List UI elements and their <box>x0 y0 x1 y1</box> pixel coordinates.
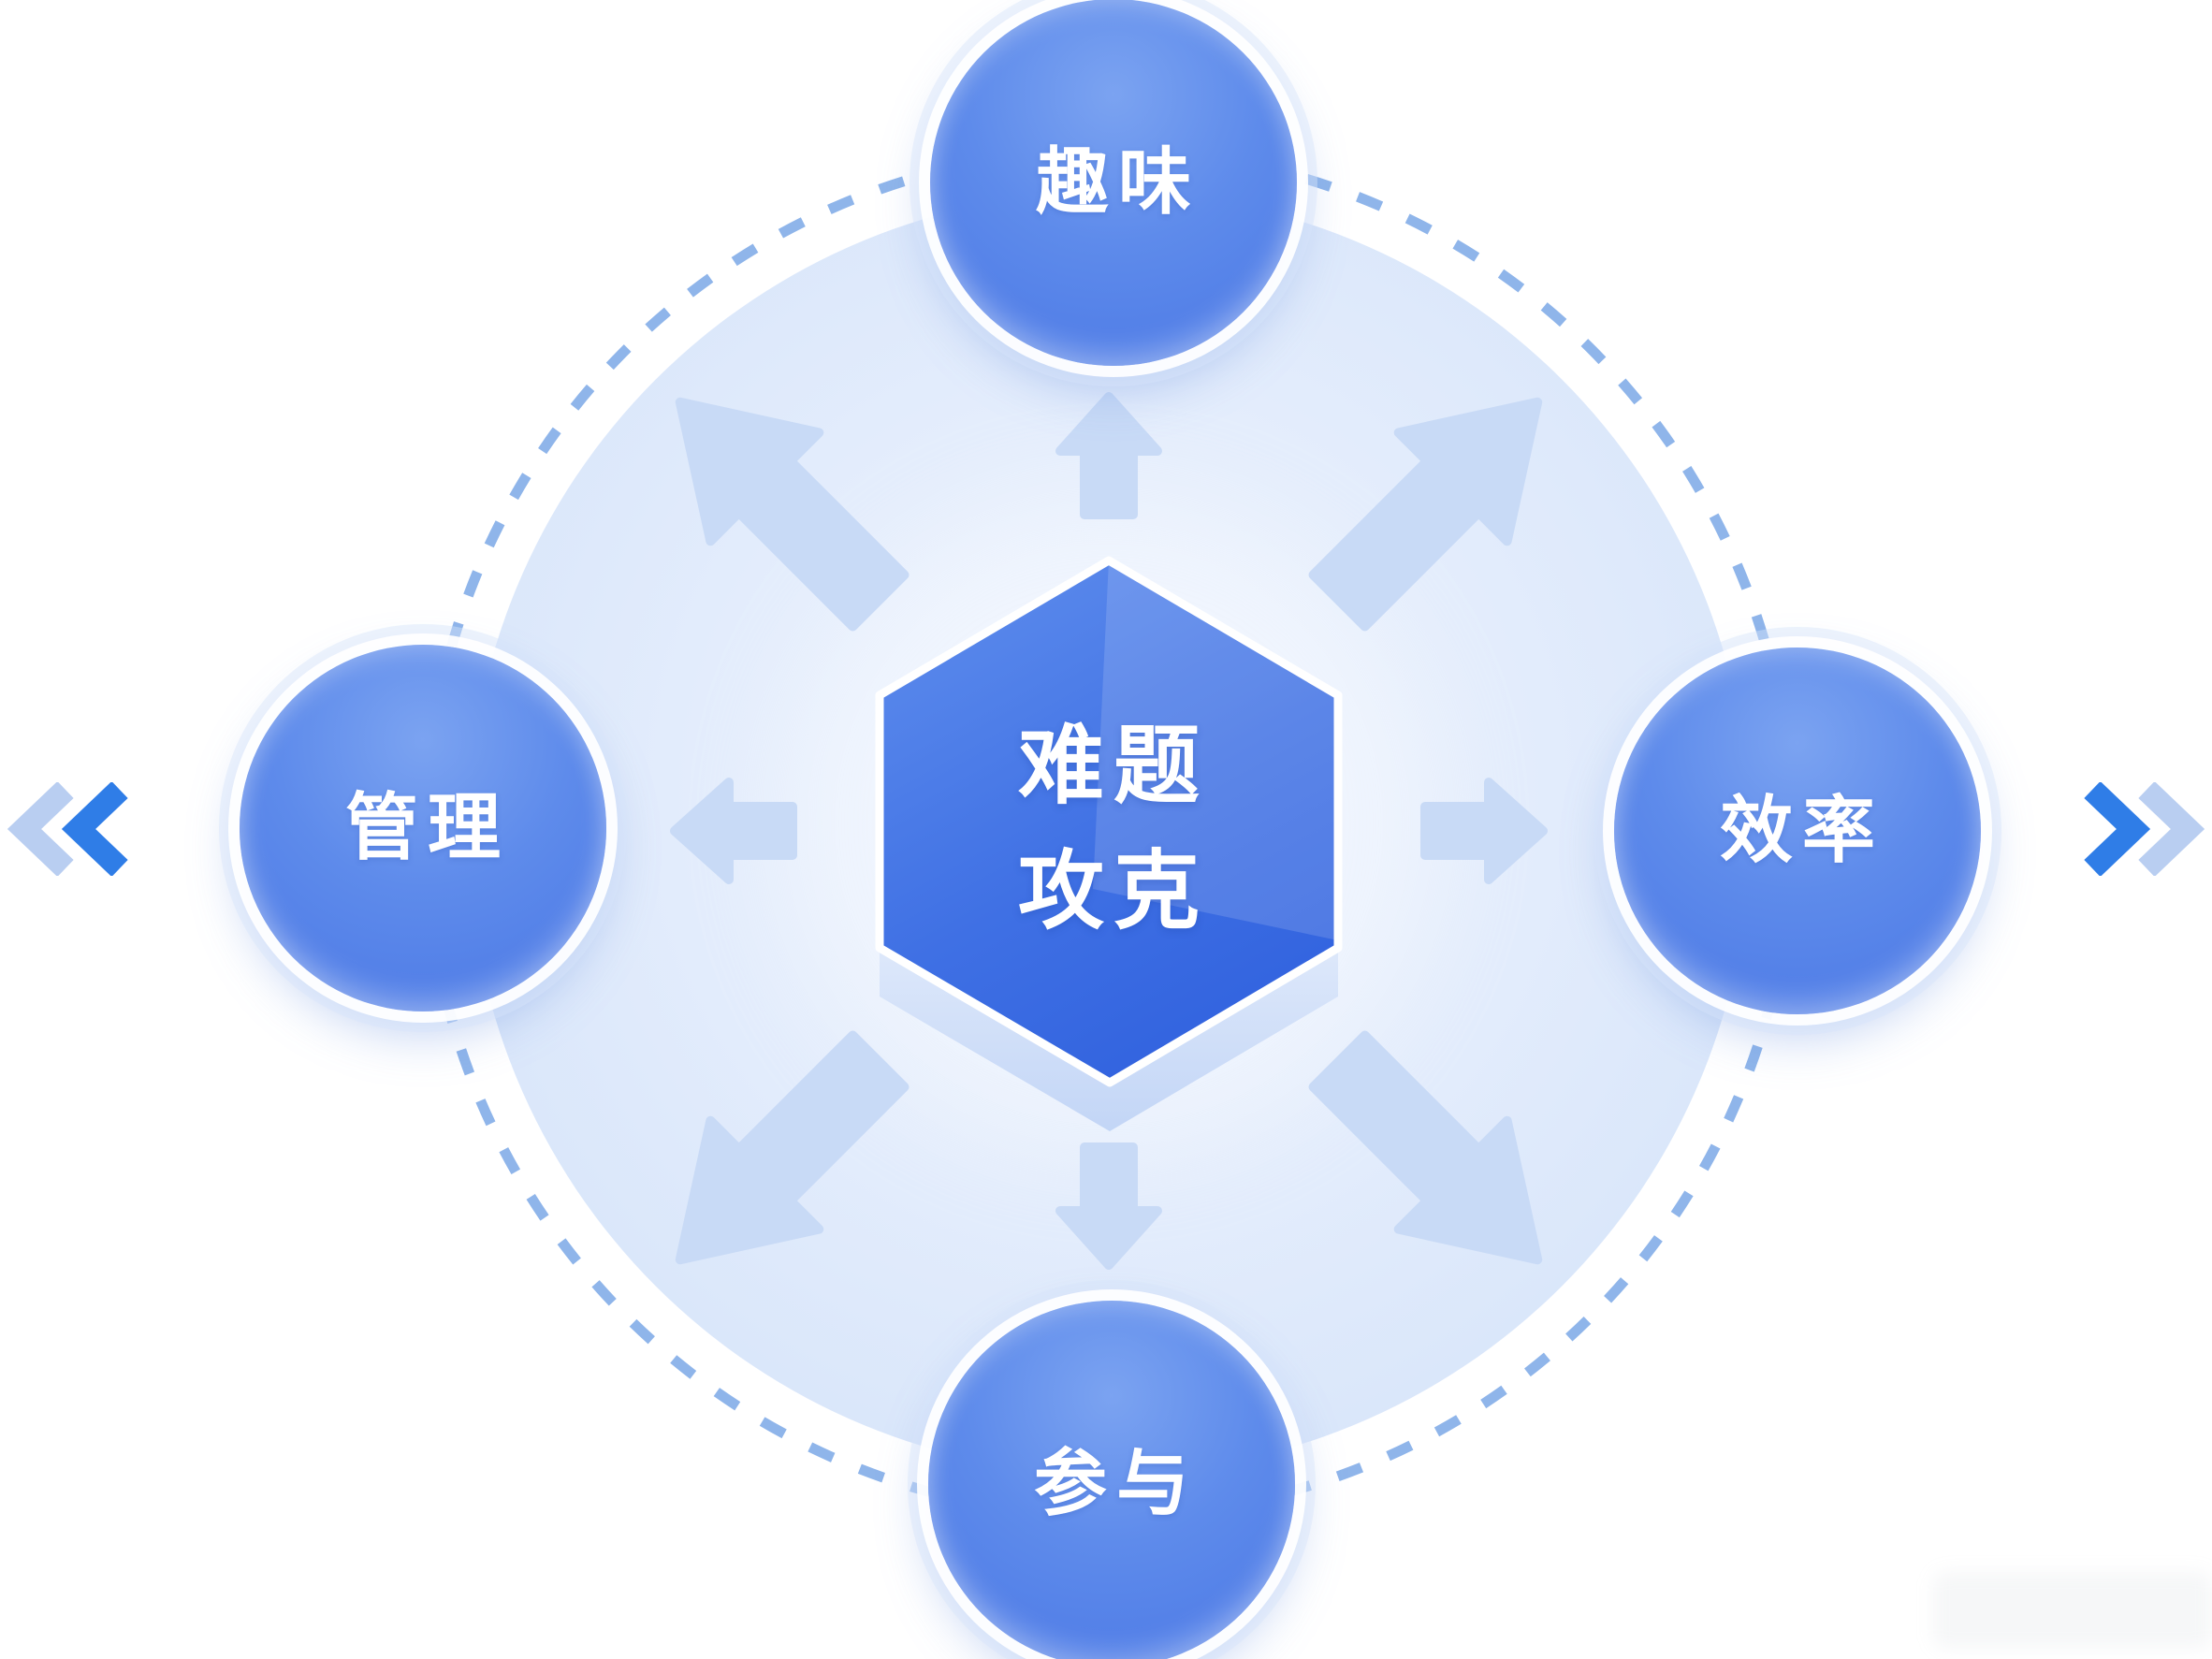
node-left-label: 管理 <box>344 786 510 870</box>
node-bottom: 参与 <box>928 1301 1295 1659</box>
watermark-patch <box>1933 1572 2212 1649</box>
arrow-up-icon <box>1055 392 1162 519</box>
node-left: 管理 <box>240 645 606 1011</box>
node-top-label: 趣味 <box>1035 140 1201 225</box>
hexagon-facet <box>1093 560 1338 940</box>
arrow-up-right-icon <box>1308 397 1543 632</box>
arrow-right-icon <box>1420 778 1548 884</box>
node-bottom-label: 参与 <box>1033 1442 1199 1526</box>
arrow-down-right-icon <box>1308 1030 1543 1265</box>
node-top: 趣味 <box>930 0 1297 366</box>
arrow-left-icon <box>670 778 797 884</box>
node-right-label: 效率 <box>1719 789 1885 873</box>
node-right: 效率 <box>1614 648 1981 1014</box>
center-hexagon <box>875 556 1343 1087</box>
arrow-down-left-icon <box>675 1030 910 1265</box>
next-button[interactable] <box>2074 780 2205 878</box>
arrow-up-left-icon <box>675 397 910 632</box>
double-chevron-left-icon <box>7 780 128 878</box>
prev-button[interactable] <box>7 780 138 878</box>
arrow-down-icon <box>1055 1142 1162 1270</box>
double-chevron-right-icon <box>2084 780 2205 878</box>
